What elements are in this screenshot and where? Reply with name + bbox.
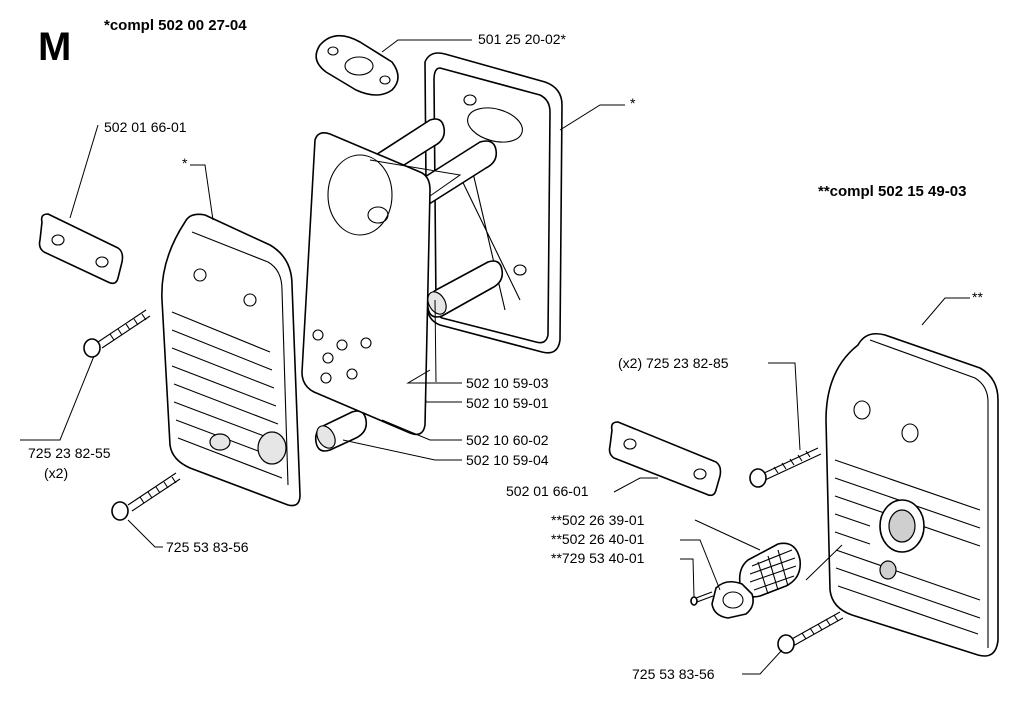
label-small-screw: **729 53 40-01 [551,550,645,566]
right-small-plate-drawing [608,421,722,497]
label-left-cover-star: * [182,155,188,171]
middle-plate-drawing [301,132,431,436]
left-screws-drawing [83,309,181,521]
label-right-plate: 502 01 66-01 [506,483,589,499]
assembly-header-right: **compl 502 15 49-03 [818,183,966,200]
label-rear-housing-star: * [630,95,636,111]
label-middle-plate: 502 10 60-02 [466,432,549,448]
right-screws-drawing [749,447,844,654]
label-spacer-a: 502 10 59-03 [466,375,549,391]
label-right-screw-a: (x2) 725 23 82-85 [618,355,729,371]
label-right-cover-star: ** [972,289,983,305]
label-left-screw-a: 725 23 82-55 [28,445,111,461]
label-spacer-b: 502 10 59-01 [466,395,549,411]
gasket-drawing [315,34,399,96]
label-spacer-c: 502 10 59-04 [466,452,549,468]
label-screen-holder: **502 26 40-01 [551,531,645,547]
screen-holder-drawing [711,580,754,619]
section-letter: M [38,25,71,69]
label-left-plate: 502 01 66-01 [104,119,187,135]
label-left-screw-b: 725 53 83-56 [166,539,249,555]
label-spark-screen: **502 26 39-01 [551,512,645,528]
right-cover-drawing [825,332,999,657]
assembly-header-left: *compl 502 00 27-04 [104,17,247,34]
spark-screen-drawing [738,542,802,598]
label-gasket: 501 25 20-02* [478,31,567,47]
label-left-screw-a-qty: (x2) [44,465,68,481]
left-cover-drawing [161,213,301,507]
leader-lines [20,39,970,675]
left-small-plate-drawing [38,213,124,285]
small-screw-drawing [690,591,714,606]
label-right-screw-b: 725 53 83-56 [632,666,715,682]
